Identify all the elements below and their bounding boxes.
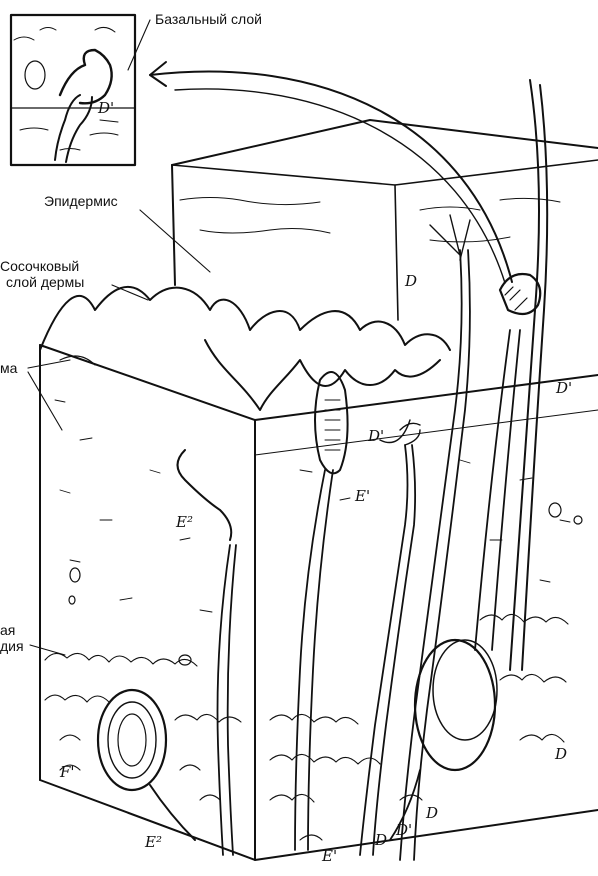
marker-d-bottom2: D: [426, 805, 438, 821]
marker-d-right: D: [555, 746, 567, 762]
label-papillary-line1: Сосочковый: [0, 258, 79, 274]
nerve-e2: [178, 450, 237, 855]
marker-d-bottom1: D: [375, 832, 387, 848]
label-dermis: ма: [0, 360, 17, 376]
marker-e2-bottom: E²: [145, 834, 162, 850]
leader-dermis: [28, 360, 70, 430]
label-papillary-line2: слой дермы: [6, 274, 84, 290]
marker-d-top: D: [405, 273, 417, 289]
marker-d1-mid: D': [368, 428, 384, 444]
hypodermis-lobules: [45, 614, 568, 840]
marker-d1-inset: D': [98, 100, 114, 116]
inset-detail-box: [11, 15, 135, 165]
pacinian-corpuscle: [98, 690, 195, 840]
marker-e1-bottom: E': [322, 848, 337, 864]
papillae-ridge: [40, 287, 450, 350]
marker-f1: F': [60, 764, 75, 780]
label-hypodermis-line2: дия: [0, 638, 24, 654]
marker-e2-mid: E²: [176, 514, 193, 530]
leader-basal: [128, 20, 150, 70]
label-epidermis: Эпидермис: [44, 193, 118, 209]
marker-d1-follicle: D': [556, 380, 572, 396]
marker-e1-mid: E': [355, 488, 370, 504]
dermis-texture: [55, 400, 570, 612]
label-basal-layer: Базальный слой: [155, 11, 262, 27]
epidermis-block: [172, 120, 598, 320]
label-hypodermis-line1: ая: [0, 622, 15, 638]
free-nerve-endings: [360, 215, 470, 860]
marker-d1-bottom: D': [396, 822, 412, 838]
